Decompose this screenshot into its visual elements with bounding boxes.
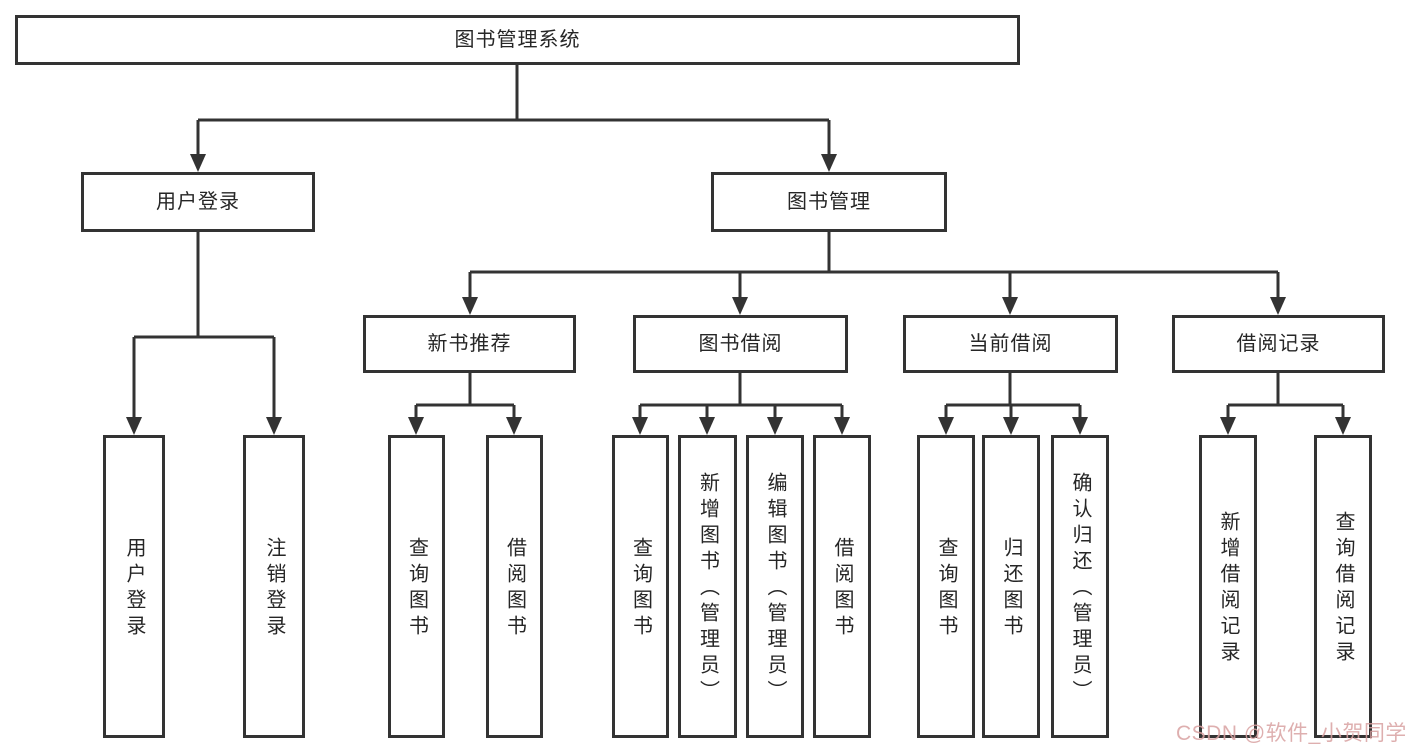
node-book-borrow: 图书借阅 xyxy=(633,315,848,373)
leaf-current-query-books: 查询图书 xyxy=(917,435,975,738)
leaf-borrow-add-books-admin: 新增图书（管理员） xyxy=(678,435,737,738)
leaf-recommend-borrow-books: 借阅图书 xyxy=(486,435,543,738)
leaf-borrow-edit-books-admin: 编辑图书（管理员） xyxy=(746,435,804,738)
leaf-borrow-borrow-books: 借阅图书 xyxy=(813,435,871,738)
leaf-records-add-record: 新增借阅记录 xyxy=(1199,435,1257,738)
leaf-records-query-record: 查询借阅记录 xyxy=(1314,435,1372,738)
leaf-current-return-books: 归还图书 xyxy=(982,435,1040,738)
arrowheads xyxy=(126,154,1351,435)
leaf-login: 用户登录 xyxy=(103,435,165,738)
node-borrow-records: 借阅记录 xyxy=(1172,315,1385,373)
leaf-recommend-query-books: 查询图书 xyxy=(388,435,445,738)
leaf-current-confirm-return-admin: 确认归还（管理员） xyxy=(1051,435,1109,738)
node-current-borrow: 当前借阅 xyxy=(903,315,1118,373)
node-user-login: 用户登录 xyxy=(81,172,315,232)
node-book-management: 图书管理 xyxy=(711,172,947,232)
csdn-watermark: CSDN @软件_小贺同学 xyxy=(1176,722,1405,745)
leaf-borrow-query-books: 查询图书 xyxy=(612,435,669,738)
leaf-logout: 注销登录 xyxy=(243,435,305,738)
node-root: 图书管理系统 xyxy=(15,15,1020,65)
node-new-book-recommend: 新书推荐 xyxy=(363,315,576,373)
